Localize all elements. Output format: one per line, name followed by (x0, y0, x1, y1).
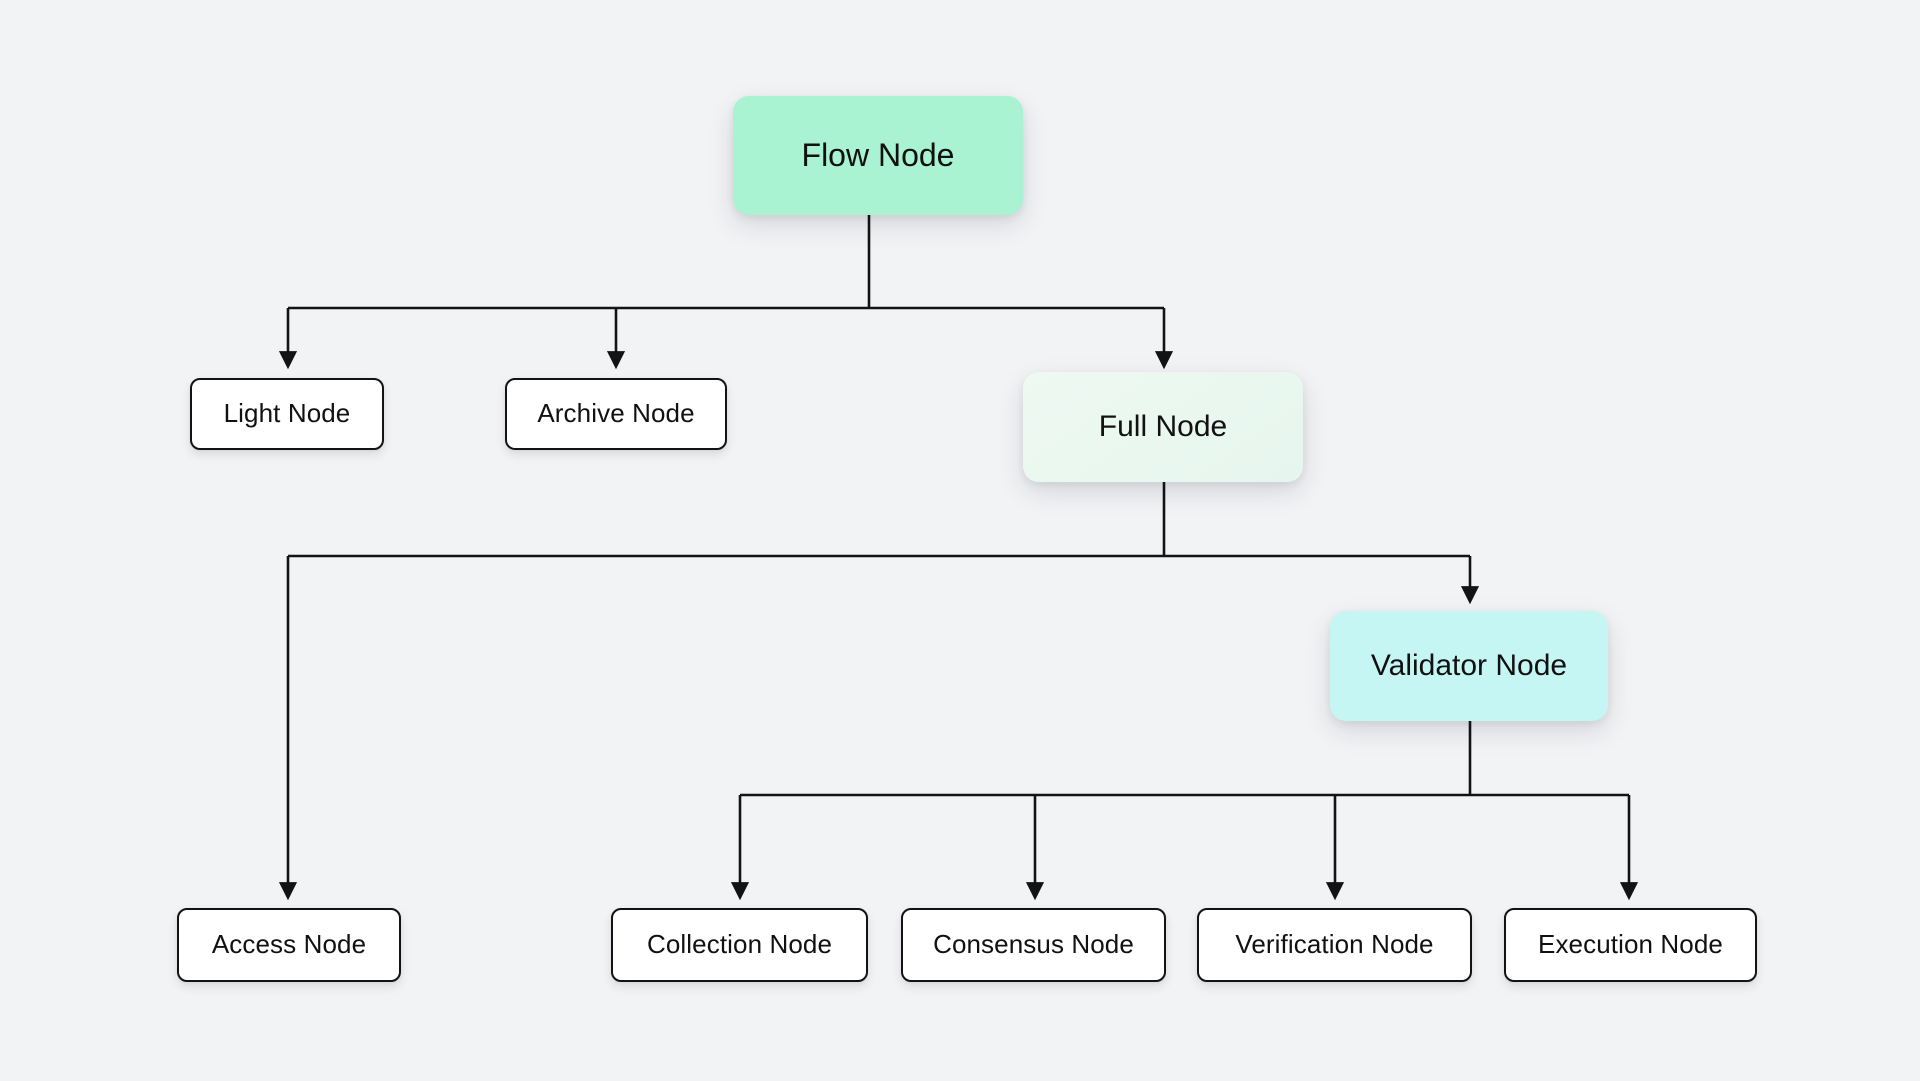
node-validator-node-label: Validator Node (1370, 648, 1568, 682)
node-flow-node-label: Flow Node (801, 137, 955, 174)
node-light-node[interactable]: Light Node (190, 378, 384, 450)
node-full-node[interactable]: Full Node (1023, 372, 1303, 482)
node-verification-node-label: Verification Node (1235, 929, 1434, 960)
node-full-node-label: Full Node (1098, 409, 1228, 443)
node-access-node[interactable]: Access Node (177, 908, 401, 982)
node-light-node-label: Light Node (223, 398, 351, 429)
node-access-node-label: Access Node (211, 929, 367, 960)
node-execution-node[interactable]: Execution Node (1504, 908, 1757, 982)
node-flow-node[interactable]: Flow Node (733, 96, 1023, 215)
node-consensus-node-label: Consensus Node (933, 929, 1134, 960)
node-consensus-node[interactable]: Consensus Node (901, 908, 1166, 982)
node-verification-node[interactable]: Verification Node (1197, 908, 1472, 982)
node-collection-node[interactable]: Collection Node (611, 908, 868, 982)
node-archive-node[interactable]: Archive Node (505, 378, 727, 450)
node-execution-node-label: Execution Node (1538, 929, 1723, 960)
node-validator-node[interactable]: Validator Node (1330, 611, 1608, 721)
node-archive-node-label: Archive Node (537, 398, 695, 429)
node-collection-node-label: Collection Node (646, 929, 833, 960)
